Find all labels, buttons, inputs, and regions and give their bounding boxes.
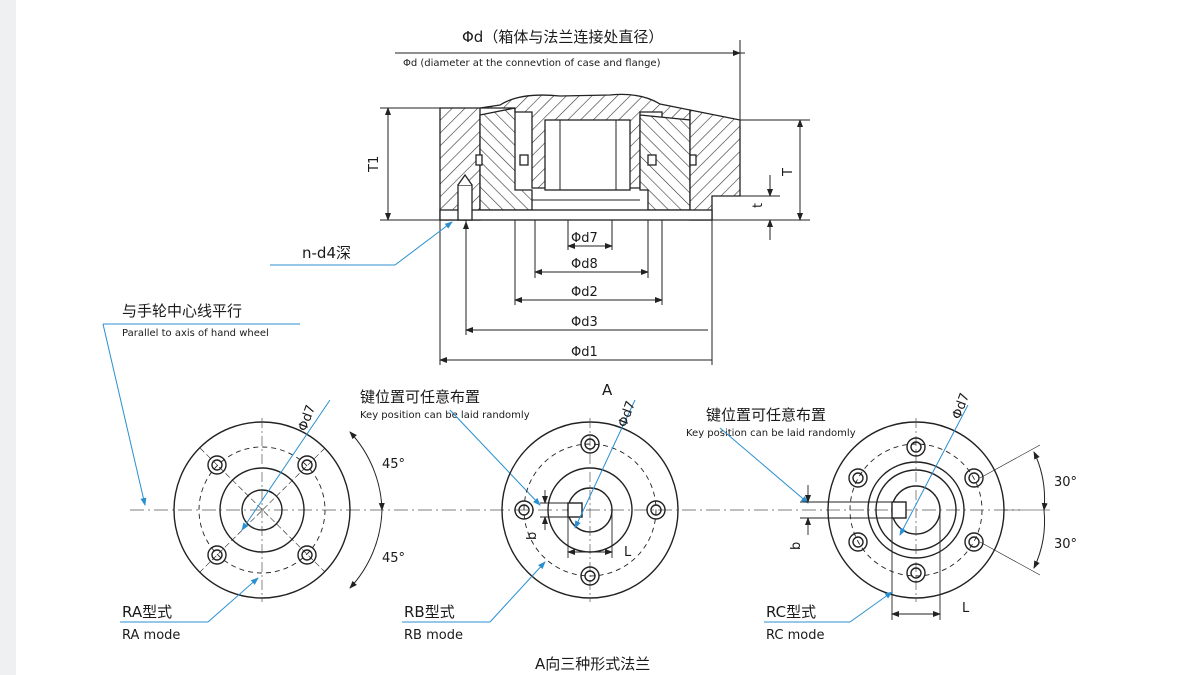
rb-view [501, 399, 679, 602]
section-bolt-hole [457, 184, 473, 221]
dim-t1 [380, 107, 440, 221]
rc-view [800, 404, 1050, 620]
key2-note-en: Key position can be laid randomly [686, 428, 856, 439]
ra-d7: Φd7 [296, 403, 319, 433]
rc-L: L [962, 601, 970, 616]
ra-mode-leader [207, 577, 259, 623]
dim-d1: Φd1 [571, 345, 598, 360]
title-en: Φd (diameter at the connevtion of case a… [403, 58, 661, 69]
parallel-note-en: Parallel to axis of hand wheel [122, 328, 269, 339]
rc-d7: Φd7 [950, 391, 973, 421]
rb-mode-en: RB mode [404, 628, 463, 643]
dim-d2: Φd2 [571, 285, 598, 300]
parallel-note-cn: 与手轮中心线平行 [122, 302, 242, 320]
ra-angle-bottom: 45° [382, 551, 405, 566]
dim-d7: Φd7 [571, 231, 598, 246]
section-shaft [544, 119, 631, 191]
ra-angle-top: 45° [382, 457, 405, 472]
rc-b: b [789, 542, 804, 550]
dim-small-t [712, 175, 780, 240]
footer-caption: A向三种形式法兰 [535, 655, 650, 673]
rc-angle-bottom: 30° [1054, 537, 1077, 552]
rc-mode-cn: RC型式 [766, 603, 816, 621]
rb-d7: Φd7 [616, 399, 639, 429]
dim-d3: Φd3 [571, 315, 598, 330]
dim-diameters [439, 220, 713, 365]
key2-note-leader [719, 427, 809, 504]
section-base [439, 209, 713, 221]
rb-b: b [525, 532, 540, 540]
rc-angle-top: 30° [1054, 475, 1077, 490]
rb-L: L [624, 545, 632, 560]
section-view [439, 93, 741, 221]
hole-leader [270, 221, 469, 266]
title-cn: Φd（箱体与法兰连接处直径） [462, 28, 663, 46]
ra-view [173, 399, 385, 602]
dim-d8: Φd8 [571, 257, 598, 272]
rb-mode-leader [489, 561, 546, 623]
section-right-wall [689, 109, 741, 221]
key2-note-cn: 键位置可任意布置 [706, 406, 826, 424]
key-note-leader [449, 409, 541, 506]
dim-t-label: T [781, 168, 796, 177]
dim-t [712, 119, 810, 221]
hole-label: n-d4深 [302, 244, 351, 262]
scan-edge [0, 0, 16, 675]
rc-mode-en: RC mode [766, 628, 824, 643]
parallel-note-leader [102, 323, 147, 506]
view-a-label: A [602, 381, 613, 399]
ra-mode-en: RA mode [122, 628, 180, 643]
dim-small-t-label: t [751, 203, 766, 208]
key-note-cn: 键位置可任意布置 [360, 388, 480, 406]
ra-mode-cn: RA型式 [122, 603, 172, 621]
dim-t1-label: T1 [367, 156, 382, 173]
key-note-en: Key position can be laid randomly [360, 410, 530, 421]
rc-mode-leader [849, 591, 893, 623]
rb-mode-cn: RB型式 [404, 603, 455, 621]
